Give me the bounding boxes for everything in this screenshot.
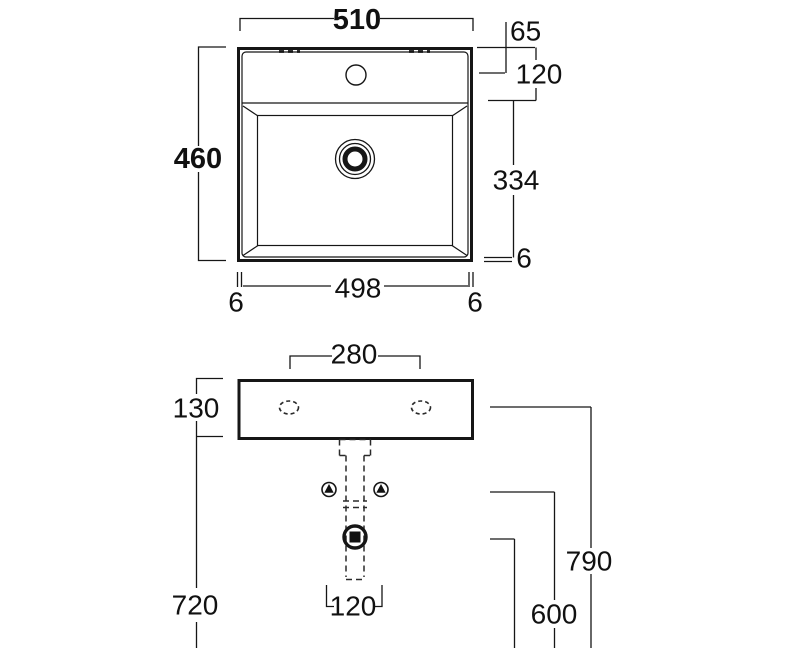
dim-deck-depth: 120 bbox=[488, 47, 563, 102]
waste-trap-icon bbox=[342, 524, 368, 550]
dim-fixhole-height-label: 790 bbox=[566, 546, 613, 577]
dim-inner-width: 498 6 6 bbox=[228, 272, 483, 318]
dim-overall-depth: 460 bbox=[174, 46, 226, 262]
dim-fixhole-height: 790 bbox=[490, 406, 613, 648]
dim-bowl-length-label: 334 bbox=[493, 165, 540, 196]
dim-bottom-wall: 6 bbox=[484, 243, 532, 274]
basin-inner-rim bbox=[241, 51, 469, 258]
dim-underside-height-label: 720 bbox=[172, 590, 219, 621]
dim-outlet-offset: 120 bbox=[325, 585, 383, 622]
bowl-floor bbox=[256, 114, 454, 247]
dim-valve-height: 600 bbox=[490, 491, 578, 648]
drain-icon bbox=[334, 138, 376, 180]
basin-front-outline bbox=[237, 379, 474, 440]
bowl bbox=[242, 105, 468, 256]
dim-taphole-offset-label: 65 bbox=[510, 16, 541, 47]
dim-valve-height-label: 600 bbox=[531, 599, 578, 630]
dim-inner-width-label: 498 bbox=[335, 273, 382, 304]
dim-overall-depth-label: 460 bbox=[174, 143, 222, 175]
dim-hole-spacing-label: 280 bbox=[331, 339, 378, 370]
fixing-hole-icon bbox=[278, 400, 300, 415]
dim-overall-width-label: 510 bbox=[333, 4, 381, 36]
dim-trap-height-line bbox=[490, 538, 516, 648]
dim-bottom-wall-label: 6 bbox=[516, 243, 532, 274]
dim-body-height-label: 130 bbox=[173, 393, 220, 424]
dim-outlet-offset-label: 120 bbox=[330, 591, 377, 622]
waste-pipe-icon bbox=[338, 438, 372, 581]
dim-hole-spacing: 280 bbox=[289, 339, 421, 370]
bowl-bevel-lines bbox=[242, 105, 468, 256]
dim-underside-height: 720 bbox=[172, 436, 219, 648]
dim-body-height: 130 bbox=[173, 377, 223, 438]
dim-right-wall-label: 6 bbox=[467, 287, 483, 318]
dim-overall-width: 510 bbox=[239, 4, 474, 36]
tap-hole-icon bbox=[345, 64, 367, 86]
basin-outline bbox=[237, 47, 473, 262]
dim-bowl-length: 334 bbox=[493, 100, 540, 258]
supply-valve-icon bbox=[373, 481, 389, 498]
dim-left-wall-label: 6 bbox=[228, 287, 244, 318]
supply-valve-icon bbox=[321, 481, 337, 498]
fixing-hole-icon bbox=[410, 400, 432, 415]
dim-deck-depth-label: 120 bbox=[516, 59, 563, 90]
dim-taphole-offset: 65 bbox=[477, 16, 541, 74]
front-view: 280 130 720 120 790 600 bbox=[172, 339, 613, 648]
plan-view: 510 460 65 120 334 6 498 bbox=[174, 4, 563, 318]
